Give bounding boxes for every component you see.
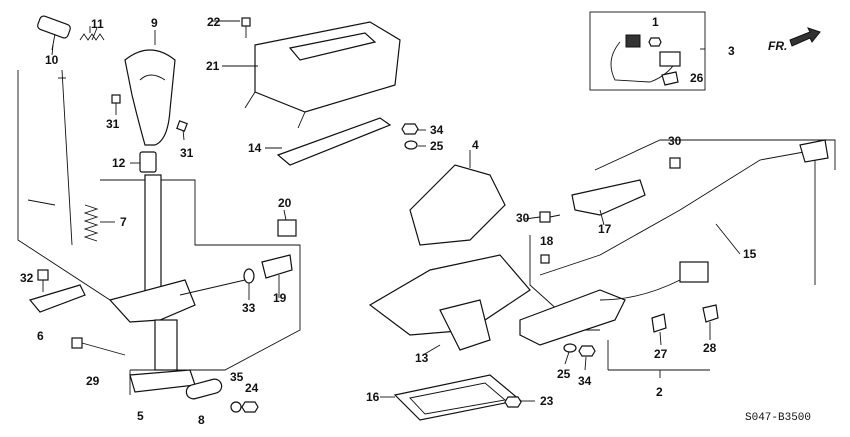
leader-lines [51, 20, 741, 402]
callout-34-b: 34 [578, 374, 592, 388]
callout-13: 13 [415, 351, 429, 365]
part-15-shift-cable [539, 139, 829, 285]
callout-26: 26 [690, 71, 704, 85]
part-8-sleeve [185, 378, 223, 400]
callout-28: 28 [703, 341, 717, 355]
callout-14: 14 [248, 141, 262, 155]
part-17-cable-bracket [571, 179, 646, 216]
part-11-spring [79, 26, 105, 41]
callout-34-a: 34 [430, 123, 444, 137]
part-30-bolt-a [539, 211, 561, 223]
callout-30-a: 30 [516, 211, 530, 225]
diagram-code: S047-B3500 [745, 412, 811, 424]
part-20-clip [277, 219, 297, 237]
part-26-clip [661, 71, 679, 86]
callout-21: 21 [206, 59, 220, 73]
front-direction-label: FR. [768, 39, 787, 53]
part-18-clip [540, 254, 550, 264]
callout-25-b: 25 [557, 367, 571, 381]
part-19-bushing [261, 254, 293, 279]
part-3-sensor-box [589, 11, 706, 91]
callout-17: 17 [598, 222, 612, 236]
callout-11: 11 [91, 17, 104, 31]
part-4-gate-bracket [409, 150, 506, 246]
callout-32: 32 [20, 271, 34, 285]
callout-23: 23 [540, 394, 554, 408]
callout-33: 33 [242, 301, 256, 315]
part-25-washer-b [563, 343, 577, 353]
callout-19: 19 [273, 291, 287, 305]
part-6-bracket [28, 284, 86, 313]
callout-27: 27 [654, 347, 668, 361]
callout-15: 15 [743, 247, 757, 261]
callout-22: 22 [207, 15, 221, 29]
part-29-bolt [71, 337, 126, 356]
callout-3: 3 [728, 44, 735, 58]
part-30-bolt-b [669, 157, 681, 169]
callout-1: 1 [652, 15, 659, 29]
callout-6: 6 [37, 329, 44, 343]
callout-10: 10 [45, 53, 59, 67]
callout-20: 20 [278, 196, 292, 210]
callout-labels: 1 2 3 4 5 6 7 8 9 10 11 12 13 14 15 16 1… [20, 15, 757, 427]
part-21-console-bezel [244, 21, 401, 129]
callout-31-b: 31 [180, 146, 194, 160]
part-1-nut [648, 37, 662, 47]
part-22-screw [241, 17, 251, 38]
callout-35: 35 [230, 370, 244, 384]
part-24-nut [241, 401, 259, 413]
part-28-clip [702, 304, 719, 323]
callout-25-a: 25 [430, 139, 444, 153]
callout-2: 2 [656, 385, 663, 399]
part-35-washer [230, 401, 242, 413]
shift-lever-column [108, 174, 246, 393]
callout-16: 16 [366, 390, 380, 404]
front-direction-arrow [789, 27, 821, 47]
part-34-nut-b [578, 345, 596, 357]
shift-rod [27, 69, 73, 246]
part-25-washer-a [404, 140, 418, 150]
part-2-switch-assembly [519, 261, 710, 378]
callout-8: 8 [198, 413, 205, 427]
callout-31-a: 31 [106, 117, 120, 131]
part-7-spring [83, 204, 99, 242]
part-13-shifter-base [368, 254, 531, 351]
part-32-bolt [37, 269, 49, 292]
callout-30-b: 30 [668, 134, 682, 148]
part-33-nut [243, 268, 255, 284]
callout-29: 29 [86, 374, 100, 388]
part-16-gasket [393, 374, 522, 421]
part-14-indicator-plate [276, 117, 392, 166]
part-10-cap [37, 15, 71, 51]
part-23-nut [504, 396, 522, 408]
part-34-nut-a [401, 123, 419, 135]
callout-7: 7 [120, 215, 127, 229]
part-9-shift-knob [124, 30, 176, 146]
part-31-screw-a [111, 94, 121, 115]
part-31-screw-b [176, 120, 188, 141]
callout-24: 24 [245, 381, 259, 395]
callout-12: 12 [112, 156, 126, 170]
part-12-collar [139, 151, 157, 173]
callout-5: 5 [137, 409, 144, 423]
callout-9: 9 [151, 16, 158, 30]
callout-4: 4 [472, 138, 479, 152]
callout-18: 18 [540, 234, 554, 248]
part-27-clip [651, 313, 667, 333]
